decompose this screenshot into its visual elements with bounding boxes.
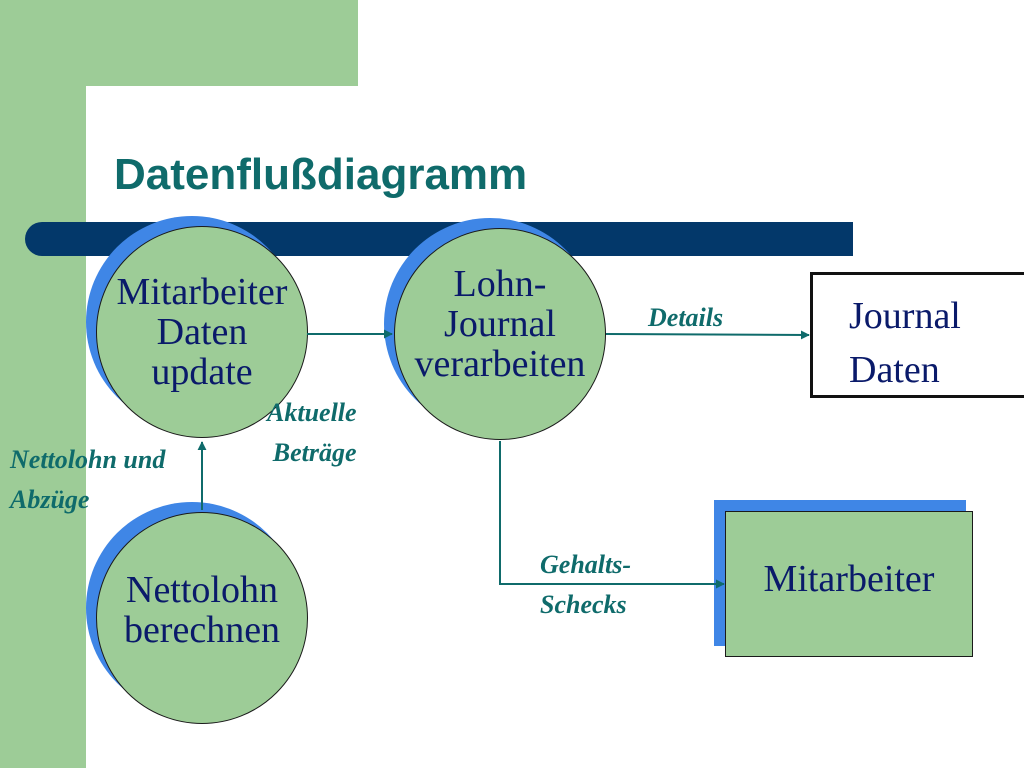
process-mitarbeiter-daten-update: Mitarbeiter Daten update	[96, 226, 308, 438]
flow-label-aktuelle-betraege: Aktuelle Beträge	[267, 398, 357, 467]
process-update-label: Mitarbeiter Daten update	[116, 271, 288, 393]
external-entity-mitarbeiter: Mitarbeiter	[725, 511, 973, 657]
flow-label-gehalts-schecks: Gehalts- Schecks	[540, 550, 631, 619]
process-journal-label: Lohn- Journal verarbeiten	[414, 263, 586, 385]
process-nettolohn-berechnen: Nettolohn berechnen	[96, 512, 308, 724]
flow-label-nettolohn-abzuege: Nettolohn und Abzüge	[10, 445, 166, 514]
external-entity-label: Mitarbeiter	[763, 558, 935, 600]
process-lohn-journal-verarbeiten: Lohn- Journal verarbeiten	[394, 228, 606, 440]
flow-label-details: Details	[648, 303, 724, 332]
page-title: Datenflußdiagramm	[114, 150, 528, 199]
process-netto-label: Nettolohn berechnen	[123, 569, 281, 651]
green-accent-left	[0, 0, 86, 768]
data-store-label: Journal Daten	[849, 295, 961, 391]
data-store-journal-daten: Journal Daten	[810, 272, 1024, 398]
